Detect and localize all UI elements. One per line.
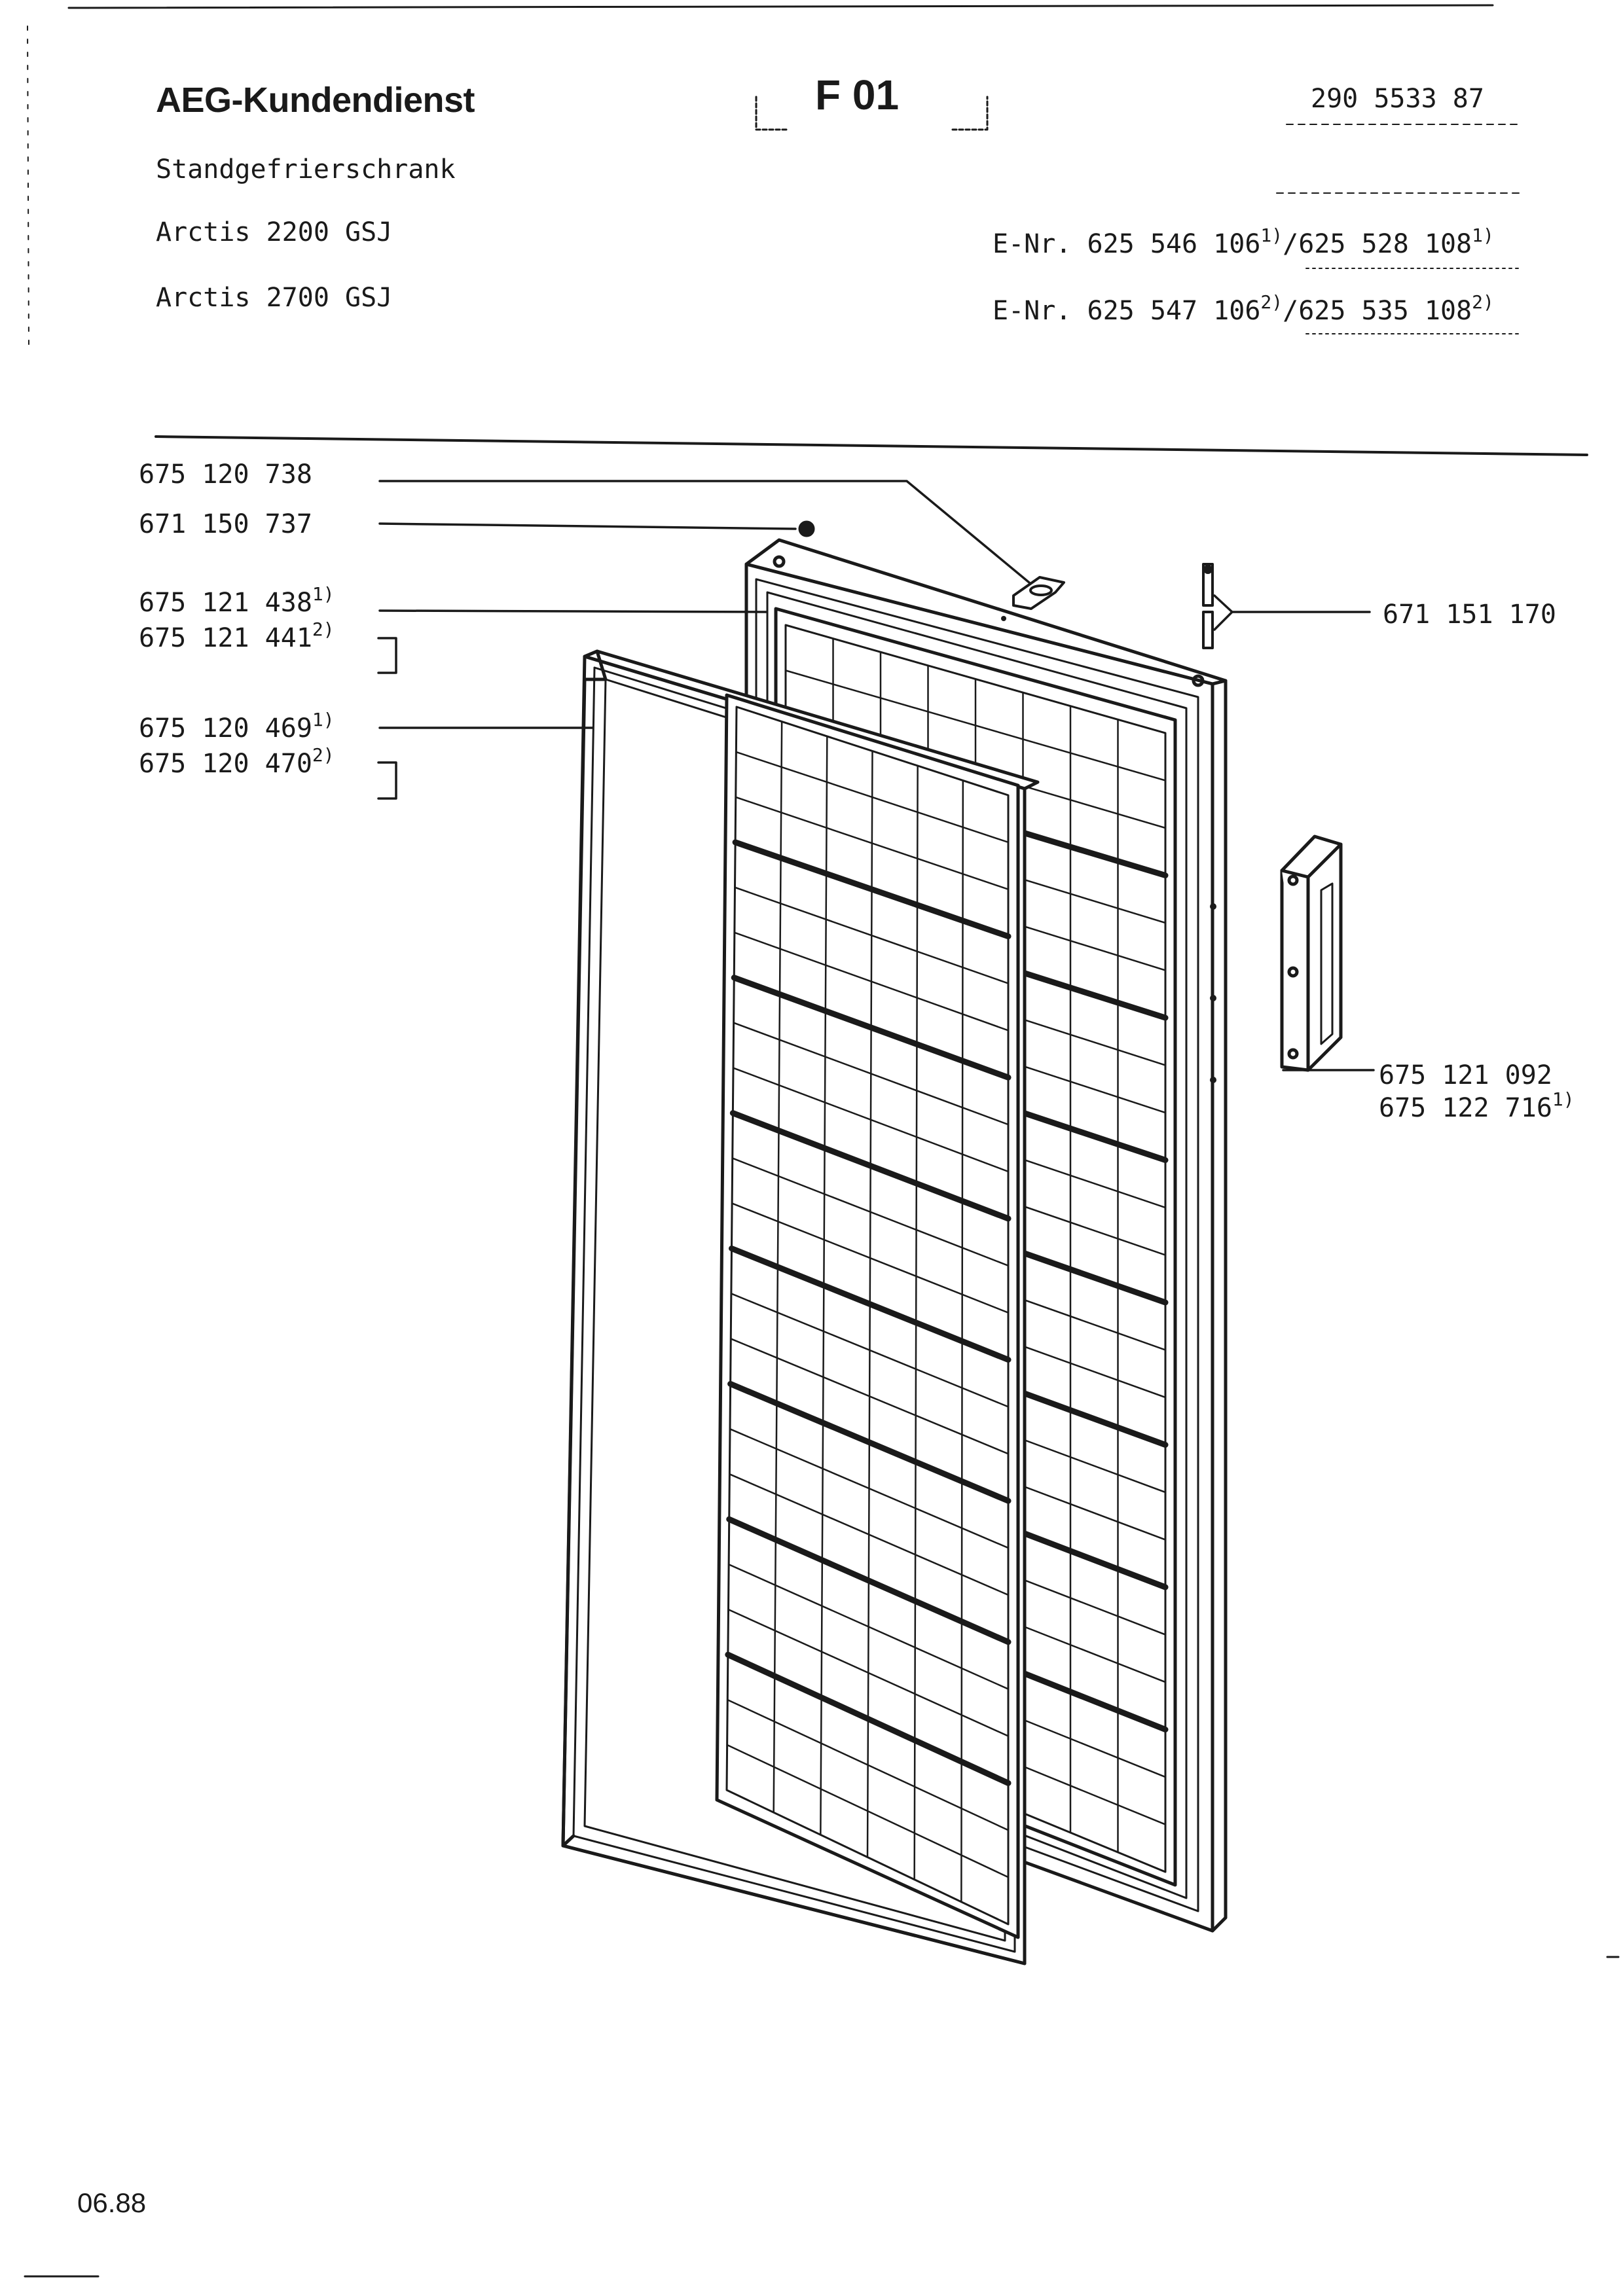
section-code: F 01: [815, 71, 900, 118]
enr-number-b: /625 535 108: [1283, 296, 1472, 326]
leader-hinge-cover: [378, 480, 1034, 587]
grid-wire: [784, 670, 1167, 781]
part-label-gasket-2: 675 120 4702): [139, 746, 335, 779]
leader-lines: [377, 480, 1375, 1071]
enr-line-2: E-Nr. 625 547 1062)/625 535 1082): [993, 293, 1494, 326]
handle-part: [1280, 834, 1343, 1072]
part-number: 675 120 470: [139, 749, 312, 779]
cap-part: [798, 520, 815, 537]
grid-wire: [732, 1067, 1010, 1173]
footnote: 1): [312, 709, 335, 731]
grid-wire: [734, 886, 1010, 984]
left-margin-line: [27, 26, 29, 348]
grid-wire: [733, 931, 1010, 1031]
shelf-bar: [729, 1246, 1012, 1363]
grid-wire: [729, 1428, 1010, 1549]
grid-wire: [731, 1157, 1010, 1266]
leader-door-panel: [378, 609, 767, 613]
shelf-bar: [727, 1380, 1012, 1504]
front-shelves: [725, 839, 1012, 1786]
enr-prefix: E-Nr.: [993, 229, 1072, 259]
part-number: 675 121 441: [139, 623, 312, 653]
footnote: 1): [1552, 1088, 1575, 1111]
part-label-cap: 671 150 737: [139, 509, 312, 539]
bracket-door-panel: [377, 637, 397, 674]
shelf-bar: [726, 1516, 1012, 1645]
enr-number-a: 625 547 106: [1087, 296, 1261, 326]
footnote: 1): [312, 583, 335, 605]
model-1: Arctis 2200 GSJ: [156, 217, 393, 247]
hinge-pin-part: [1202, 563, 1214, 649]
part-label-door-panel-2: 675 121 4412): [139, 620, 335, 653]
enr-note-a: 1): [1260, 224, 1283, 247]
part-label-hinge-cover: 675 120 738: [139, 459, 312, 490]
part-number: 675 121 438: [139, 588, 312, 618]
part-label-door-panel-1: 675 121 4381): [139, 585, 335, 618]
enr-number-a: 625 546 106: [1087, 229, 1261, 259]
enr-note-a: 2): [1260, 291, 1283, 314]
footnote: 2): [312, 619, 335, 641]
bracket-left: [755, 96, 790, 131]
leader-cap: [378, 522, 797, 530]
footer-date: 06.88: [77, 2187, 147, 2218]
door-screw-holes: [1001, 616, 1216, 1083]
shelf-bar: [725, 1651, 1012, 1786]
leader-hinge-pin: [1213, 594, 1371, 631]
enr-line-1: E-Nr. 625 546 1061)/625 528 1081): [993, 226, 1494, 259]
shelf-bar: [729, 1110, 1012, 1222]
bracket-right: [951, 96, 989, 131]
grid-wire: [729, 1473, 1010, 1596]
part-label-handle-2: 675 122 7161): [1379, 1090, 1575, 1123]
enr-prefix: E-Nr.: [993, 296, 1072, 326]
grid-wire: [731, 1202, 1010, 1314]
part-number: 675 120 469: [139, 713, 312, 744]
shelf-bar: [731, 975, 1012, 1081]
part-label-hinge-pin: 671 151 170: [1383, 600, 1556, 630]
grid-wire: [730, 1338, 1010, 1455]
hinge-cover-part: [1012, 576, 1065, 610]
enr-note-b: 2): [1472, 291, 1494, 314]
document-number: 290 5533 87: [1311, 84, 1484, 114]
grid-wire: [727, 1608, 1010, 1737]
grid-wire: [735, 796, 1010, 890]
grid-wire: [733, 1022, 1010, 1126]
top-border-line: [67, 4, 1494, 9]
grid-wire: [730, 1293, 1010, 1408]
grid-wire: [727, 1698, 1010, 1831]
part-label-gasket-1: 675 120 4691): [139, 711, 335, 744]
footnote: 2): [312, 744, 335, 766]
grid-wire: [735, 751, 1010, 844]
product-type: Standgefrierschrank: [156, 154, 456, 185]
grid-wire: [727, 1563, 1010, 1690]
header-separator: [155, 435, 1588, 456]
enr-note-b: 1): [1472, 224, 1494, 247]
gasket-left-rail: [561, 649, 1027, 1965]
brand-title: AEG-Kundendienst: [156, 81, 475, 120]
grid-wire: [726, 1744, 1010, 1878]
part-label-handle-1: 675 121 092: [1379, 1060, 1552, 1090]
part-number: 675 122 716: [1379, 1093, 1552, 1123]
bracket-gasket: [377, 761, 397, 800]
shelf-bar: [732, 839, 1012, 940]
enr-number-b: /625 528 108: [1283, 229, 1472, 259]
model-2: Arctis 2700 GSJ: [156, 283, 393, 313]
